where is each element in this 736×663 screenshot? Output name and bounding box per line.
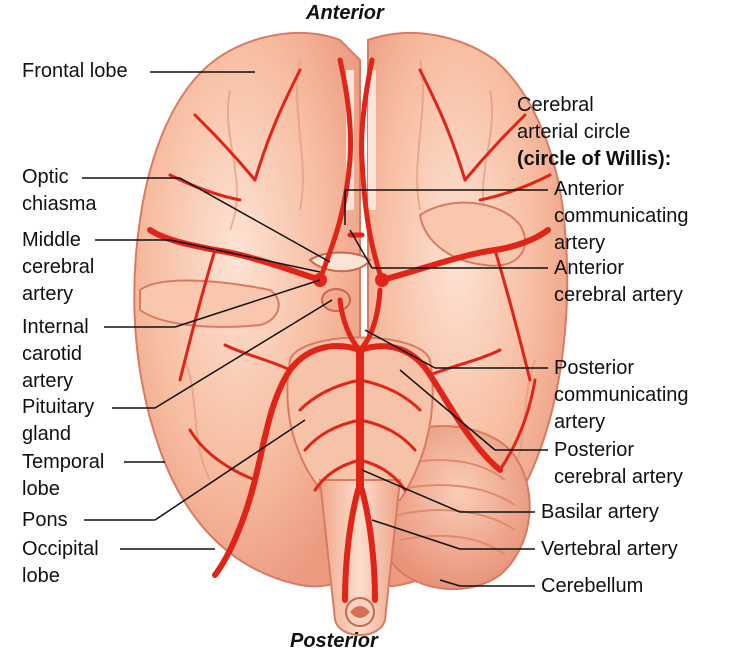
leader-lines [82,71,548,587]
anterior-cerebral-artery-label: Anterior cerebral artery [554,257,683,306]
pons-label: Pons [22,509,68,531]
optic-chiasma-label: Optic chiasma [22,166,97,215]
anterior-label: Anterior [306,2,384,24]
basilar-artery-label: Basilar artery [541,501,659,523]
temporal-lobe-label: Temporal lobe [22,451,105,500]
middle-cerebral-artery-label: Middle cerebral artery [22,229,95,305]
cerebellum-label: Cerebellum [541,575,644,597]
arteries [147,57,552,603]
internal-carotid-artery-label: Internal carotid artery [22,316,89,392]
pituitary-shape [321,288,351,312]
occipital-lobe-label: Occipital lobe [22,538,99,587]
anterior-communicating-artery-label: Anterior communicating artery [554,178,689,254]
frontal-lobe-label: Frontal lobe [22,60,128,82]
posterior-label: Posterior [290,630,378,652]
pituitary-gland-label: Pituitary gland [22,396,95,445]
posterior-communicating-artery-label: Posterior communicating artery [554,357,689,433]
posterior-cerebral-artery-label: Posterior cerebral artery [554,439,683,488]
circle-heading-line2: (circle of Willis): [517,148,672,170]
circle-heading-line1: Cerebral arterial circle [517,94,631,143]
vertebral-artery-label: Vertebral artery [541,538,678,560]
